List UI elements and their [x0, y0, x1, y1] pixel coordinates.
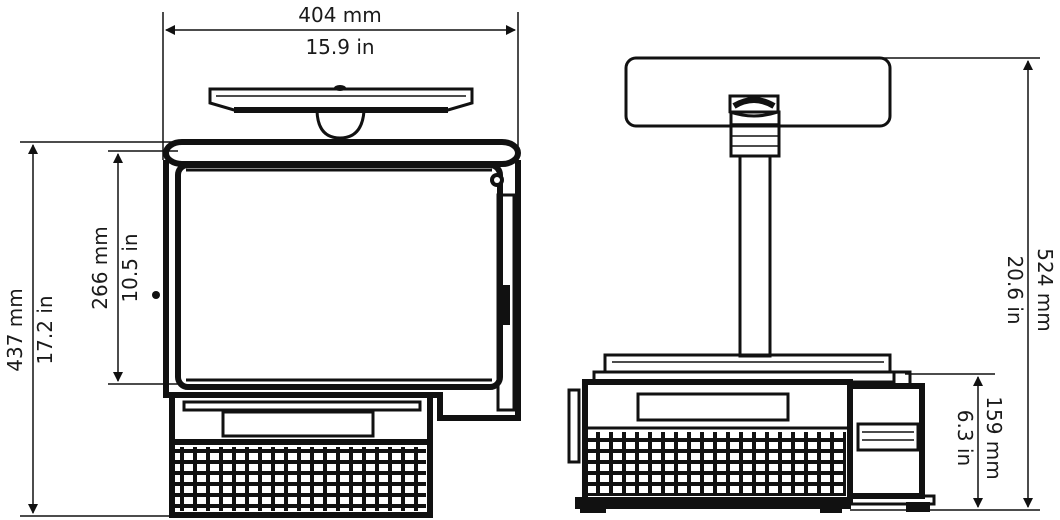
side-body [567, 379, 853, 513]
touch-monitor [152, 139, 521, 421]
front-view [20, 12, 521, 518]
front-width-in-label: 15.9 in [305, 35, 374, 59]
side-keypad [588, 432, 846, 496]
screen-in-label: 10.5 in [118, 233, 142, 302]
printer-unit [847, 370, 936, 512]
base-height-mm-label: 159 mm [982, 396, 1006, 480]
front-keypad [175, 447, 426, 511]
side-height-in-label: 20.6 in [1003, 255, 1027, 324]
monitor-screen [175, 162, 503, 390]
front-width-mm-label: 404 mm [298, 3, 382, 27]
weighing-platter [592, 353, 896, 384]
side-height-mm-label: 524 mm [1033, 248, 1057, 332]
front-lcd [221, 410, 375, 438]
side-view [567, 56, 1040, 513]
front-base [169, 392, 433, 518]
screen-mm-label: 266 mm [88, 226, 112, 310]
customer-display [208, 85, 474, 140]
front-height-mm-label: 437 mm [3, 288, 27, 372]
base-height-in-label: 6.3 in [953, 410, 977, 466]
front-height-in-label: 17.2 in [33, 295, 57, 364]
display-pole [738, 154, 772, 358]
side-lcd [636, 392, 790, 422]
side-display-head [624, 56, 892, 158]
